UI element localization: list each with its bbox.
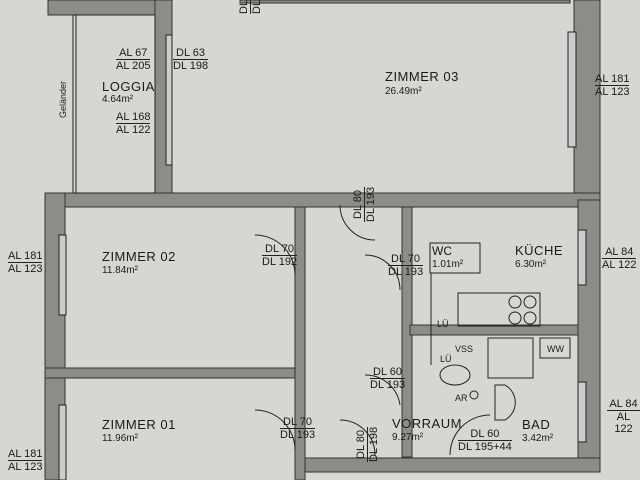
room-name-wc: WC — [432, 244, 452, 258]
room-area-kueche: 6.30m² — [515, 259, 547, 270]
room-area-bad: 3.42m² — [522, 433, 554, 444]
room-name-loggia: LOGGIA — [102, 79, 155, 94]
room-area-loggia: 4.64m² — [102, 94, 134, 105]
room-name-kueche: KÜCHE — [515, 243, 564, 258]
room-name-vorraum: VORRAUM — [392, 416, 462, 431]
room-area-zimmer03: 26.49m² — [385, 86, 422, 97]
ar-label: AR — [455, 393, 468, 403]
walls — [44, 0, 601, 480]
railing-label: Geländer — [58, 80, 68, 118]
ventilation-label-wc: LÜ — [440, 354, 452, 364]
room-area-wc: 1.01m² — [432, 259, 464, 270]
room-name-zimmer01: ZIMMER 01 — [102, 417, 176, 432]
room-name-zimmer03: ZIMMER 03 — [385, 69, 459, 84]
room-area-vorraum: 9.27m² — [392, 432, 424, 443]
vss-label: VSS — [455, 344, 474, 354]
room-area-zimmer01: 11.96m² — [102, 433, 138, 444]
room-name-zimmer02: ZIMMER 02 — [102, 249, 176, 264]
room-name-bad: BAD — [522, 417, 551, 432]
plan-lines — [58, 14, 587, 480]
ww-label: WW — [547, 344, 564, 354]
ventilation-label-kitchen: LÜ — [437, 319, 449, 329]
room-area-zimmer02: 11.84m² — [102, 265, 138, 276]
